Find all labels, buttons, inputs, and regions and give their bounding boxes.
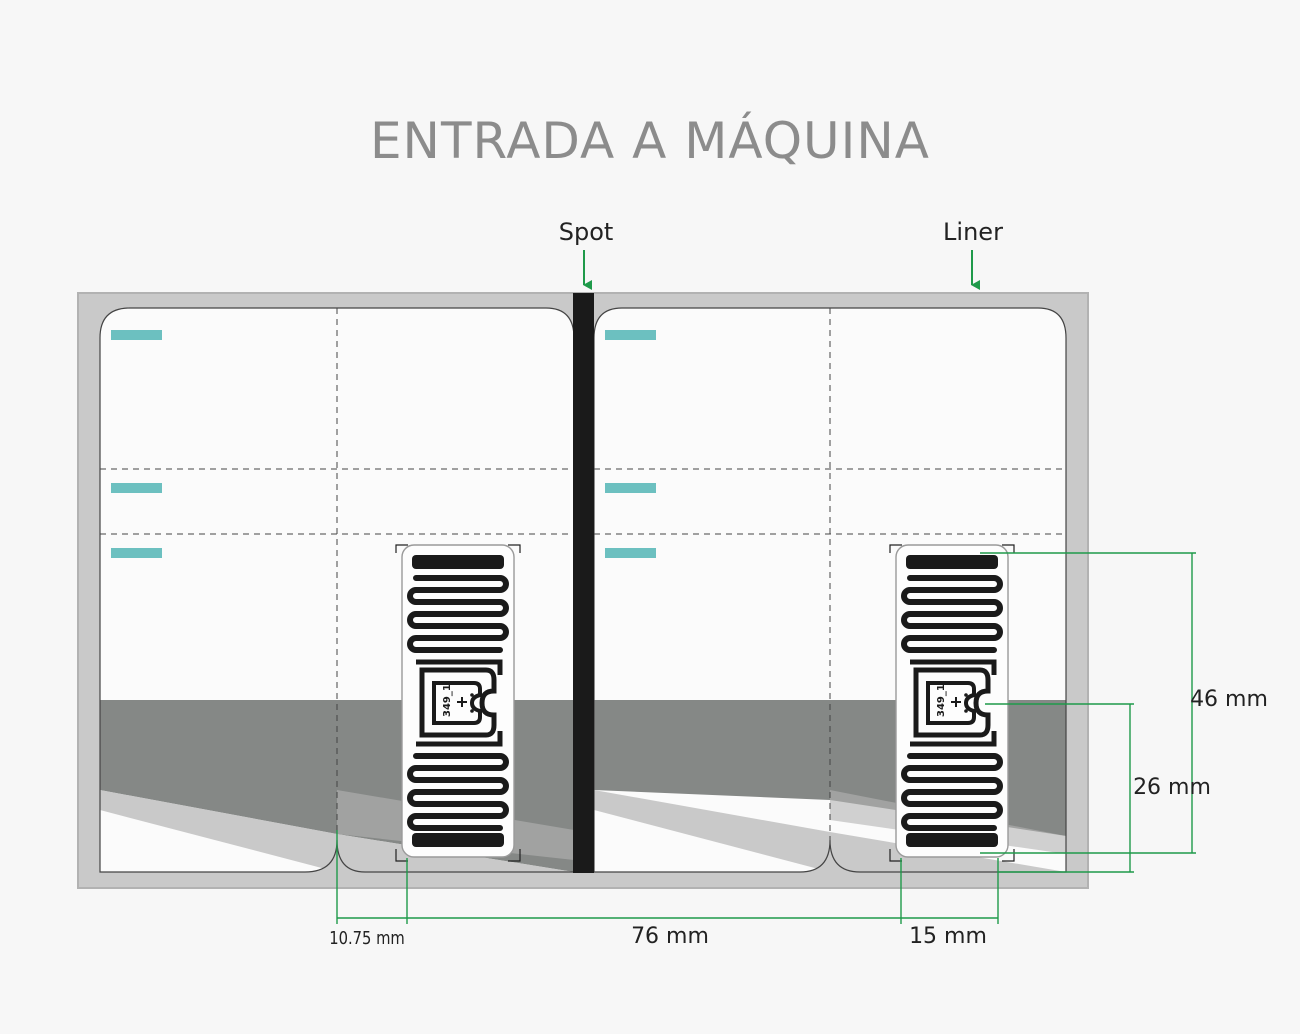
rfid-inlay-left: 349_1: [395, 545, 521, 862]
spot-label: Spot: [559, 218, 614, 246]
marker-bar: [111, 483, 162, 493]
spot-strip: [573, 293, 594, 873]
marker-bar: [605, 330, 656, 340]
marker-bar: [605, 483, 656, 493]
dim-inlay-width: 15 mm: [909, 924, 987, 949]
rfid-inlay-right: 349_1: [889, 545, 1015, 862]
dim-pitch: 76 mm: [631, 924, 709, 949]
antenna-code-left: 349_1: [442, 684, 453, 717]
liner-label: Liner: [943, 218, 1003, 246]
dim-chip-offset: 26 mm: [1133, 775, 1211, 800]
diagram-title: ENTRADA A MÁQUINA: [369, 112, 931, 170]
marker-bar: [111, 330, 162, 340]
marker-bar: [605, 548, 656, 558]
antenna-code-right: 349_1: [936, 684, 947, 717]
marker-bar: [111, 548, 162, 558]
dim-left-gap: 10.75 mm: [329, 928, 405, 949]
dimension-lines: [336, 552, 1196, 924]
dim-inlay-height: 46 mm: [1190, 687, 1268, 712]
